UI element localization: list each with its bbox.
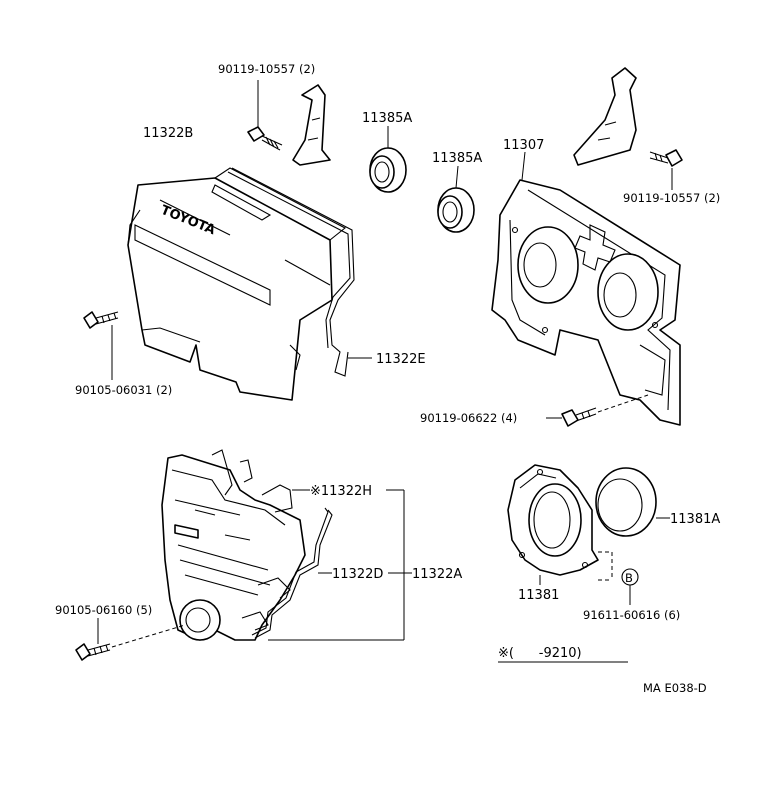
- label-bolt-left-mid: 90105-06031 (2): [75, 383, 172, 397]
- lower-timing-cover: [161, 449, 306, 641]
- part-labels: 90119-10557 (2) 11322B 11385A 11385A 113…: [55, 62, 720, 695]
- oil-seal-11385a-2: [437, 165, 475, 233]
- bolt-top-right: [649, 149, 683, 190]
- label-oil-seal-rear: 11381A: [670, 512, 720, 527]
- label-bolt-top-right: 90119-10557 (2): [623, 191, 720, 205]
- gasket-11322d: [251, 507, 333, 639]
- label-oil-seal-2: 11385A: [432, 151, 482, 166]
- bolt-lower-left: [75, 618, 186, 661]
- bolt-top-left: [247, 80, 283, 151]
- label-gasket-h: ※11322H: [310, 484, 372, 499]
- label-oil-seal-1: 11385A: [362, 111, 412, 126]
- upper-timing-cover: TOYOTA: [127, 167, 347, 401]
- rear-oil-seal-11381a: [595, 467, 670, 537]
- leader-bracket-11322a: [268, 489, 412, 641]
- label-gasket-upper: 11322E: [376, 352, 426, 367]
- bolt-right-mid: [546, 394, 649, 427]
- label-retainer: 11381: [518, 588, 559, 603]
- label-gasket-set: 11322A: [412, 567, 462, 582]
- diagram-code: MA E038-D: [643, 681, 707, 695]
- label-bolt-top-left: 90119-10557 (2): [218, 62, 315, 76]
- label-cover-rear-plate: 11307: [503, 138, 544, 153]
- rear-oil-seal-retainer-11381: [507, 464, 599, 585]
- bolt-left-mid: [83, 311, 119, 380]
- bracket-right: [573, 67, 637, 166]
- bracket-left: [292, 84, 331, 166]
- label-bolt-lower-left: 90105-06160 (5): [55, 603, 152, 617]
- rear-plate-11307: [491, 151, 681, 426]
- note-text: ※( -9210): [498, 646, 582, 661]
- circle-marker-b: B: [625, 571, 633, 585]
- label-gasket-d: 11322D: [332, 567, 383, 582]
- label-cover-upper: 11322B: [143, 126, 193, 141]
- gasket-11322e: [227, 167, 355, 377]
- label-bolt-right-mid: 90119-06622 (4): [420, 411, 517, 425]
- retainer-bolt-marker: B: [598, 551, 639, 605]
- label-bolt-retainer: 91611-60616 (6): [583, 608, 680, 622]
- oil-seal-11385a-1: [369, 126, 407, 193]
